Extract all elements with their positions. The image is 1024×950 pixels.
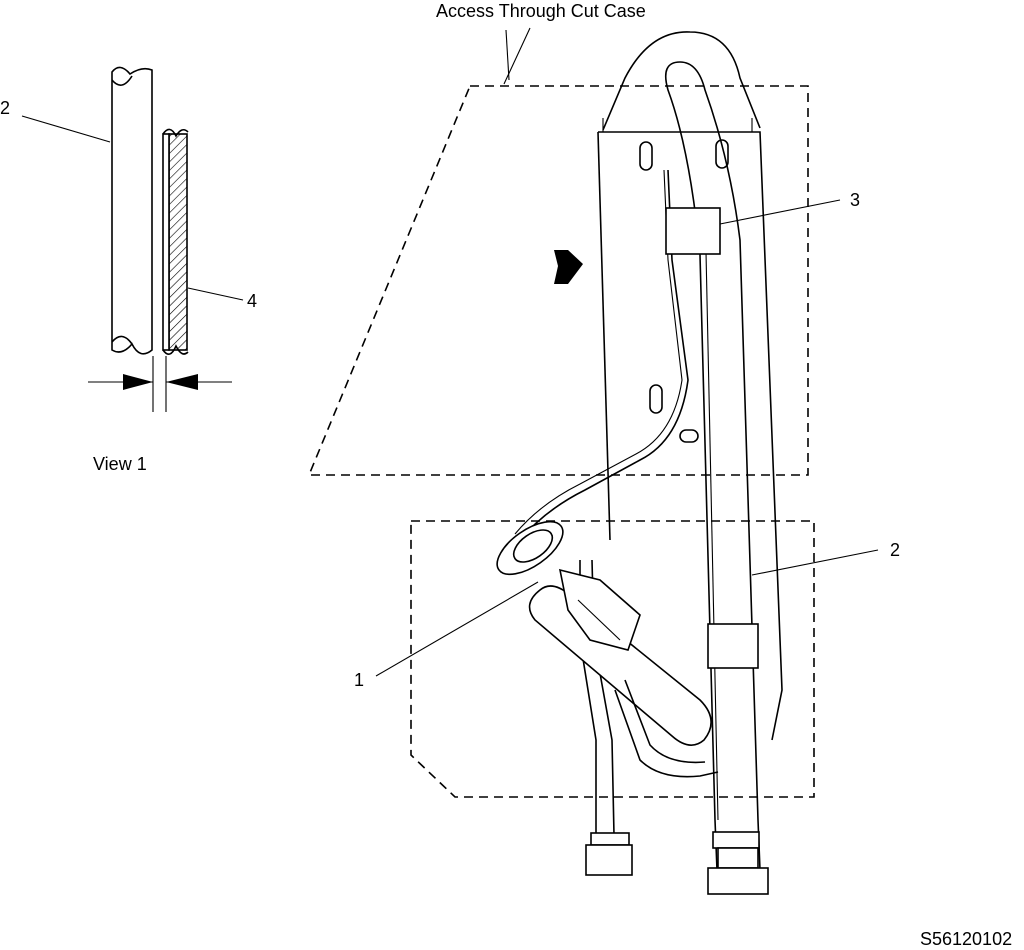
view-callout-2: 2 [0, 98, 10, 118]
bracket-left-edge [597, 131, 611, 541]
view-1-detail: 2 4 View 1 [0, 66, 257, 474]
view-callout-4: 4 [247, 291, 257, 311]
u-bend-loop [614, 689, 719, 778]
dim-arrow-right [166, 374, 198, 390]
elbow-pipe [528, 585, 712, 746]
hose-break-top [111, 75, 133, 86]
lower-tube-collar [590, 832, 630, 846]
wire-lead [519, 169, 689, 541]
bracket-slot-4 [679, 429, 699, 443]
callout-2: 2 [890, 540, 900, 560]
callout-1: 1 [354, 670, 364, 690]
direction-arrow-icon [554, 250, 583, 284]
hose-fitting-nut [717, 847, 759, 869]
access-leader [505, 29, 510, 81]
view-sleeve [168, 133, 188, 351]
dim-arrow-left [123, 374, 153, 390]
bracket-slot-1 [639, 141, 653, 171]
sleeve-break-top [162, 128, 189, 138]
bracket-slot-3 [649, 384, 663, 414]
fitting-hex-edge [577, 599, 621, 641]
view-leader-2 [21, 115, 111, 143]
view-leader-4 [187, 287, 244, 301]
view-title: View 1 [93, 454, 147, 474]
bracket-plate [598, 131, 783, 741]
leader-1 [375, 581, 539, 677]
hose-clamp-upper [665, 207, 721, 255]
hose-fitting-end [707, 867, 769, 895]
access-title: Access Through Cut Case [436, 1, 646, 21]
figure-id: S56120102 [920, 929, 1012, 949]
bracket-slot-2 [715, 139, 729, 169]
bracket-loop [602, 31, 761, 131]
callout-3: 3 [850, 190, 860, 210]
wire-lead-inner [514, 169, 683, 535]
cut-case-region-lower [410, 520, 815, 798]
view-hose [111, 66, 153, 355]
cut-case-region-upper [307, 85, 809, 476]
fitting-hex-nut [558, 568, 641, 651]
hose-fitting-collar [712, 831, 760, 849]
main-hose [664, 61, 761, 871]
hose-clamp-lower [707, 623, 759, 669]
hose-break-bottom [111, 335, 133, 345]
lower-tube-nut [585, 844, 633, 876]
view-sleeve-edge [162, 133, 170, 351]
u-bend-loop-inner [624, 679, 706, 764]
leader-3 [719, 199, 841, 225]
access-title-leader [503, 27, 531, 85]
leader-2 [751, 549, 879, 576]
main-assembly: Access Through Cut Case 3 2 1 S56120102 [307, 1, 1012, 949]
grommet-center [512, 529, 554, 563]
sleeve-break-bottom [162, 344, 189, 355]
main-hose-inner [705, 251, 719, 821]
